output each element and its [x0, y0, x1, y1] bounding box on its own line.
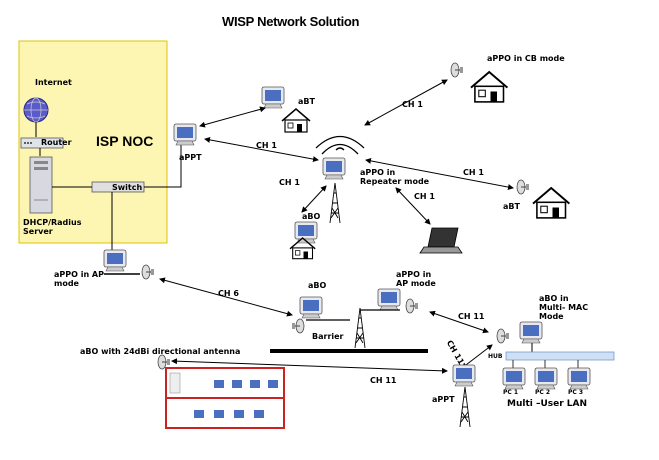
abo-left-label: aBO [302, 212, 321, 221]
channel-label: CH 1 [463, 168, 484, 177]
tower-icon [329, 182, 341, 224]
dish-icon [516, 179, 530, 195]
channel-label: CH 1 [414, 192, 435, 201]
abt-top-label: aBT [298, 97, 315, 106]
router-icon [20, 137, 64, 149]
channel-label: CH 1 [256, 141, 277, 150]
laptop-icon [419, 227, 463, 254]
appo-ap-mid-label: aPPO in AP mode [396, 270, 436, 288]
pc1-label: PC 1 [503, 389, 519, 396]
abo-directional-label: aBO with 24dBi directional antenna [80, 347, 241, 356]
house-icon [532, 187, 571, 219]
house-icon [470, 71, 509, 103]
abo-barrier-device-icon [299, 296, 323, 319]
appt-bottom-device-icon [452, 364, 476, 387]
appo-repeater-label: aPPO in Repeater mode [360, 168, 430, 186]
appt-top-device-icon [173, 123, 197, 146]
isp-noc-label: ISP NOC [96, 133, 154, 149]
abo-multimac-label: aBO in Multi- MAC Mode [539, 294, 589, 321]
switch-label: Switch [112, 183, 143, 192]
hub-bar [505, 351, 615, 361]
house-icon [281, 108, 311, 133]
appo-repeater-device-icon [322, 157, 346, 180]
channel-label: CH 11 [458, 312, 485, 321]
appo-ap-left-device-icon [103, 249, 127, 272]
appt-bottom-label: aPPT [432, 395, 455, 404]
appo-ap-left-label: aPPO in AP mode [54, 270, 104, 288]
hub-label: HUB [488, 353, 503, 360]
abo-left-device-icon [294, 221, 318, 244]
pc-icon [502, 367, 526, 390]
signal-arc-icon [315, 135, 365, 155]
dish-icon [496, 328, 510, 344]
pc-icon [534, 367, 558, 390]
channel-label: CH 1 [402, 100, 423, 109]
appo-ap-mid-device-icon [377, 288, 401, 311]
channel-label: CH 6 [218, 289, 239, 298]
router-label: Router [41, 138, 72, 147]
abo-barrier-label: aBO [308, 281, 327, 290]
dish-icon [450, 62, 464, 78]
channel-label: CH 1 [279, 178, 300, 187]
barrier-label: Barrier [312, 332, 344, 341]
dish-icon [141, 264, 155, 280]
abo-multimac-device-icon [519, 321, 543, 344]
appo-cb-label: aPPO in CB mode [487, 54, 565, 63]
multi-user-lan-label: Multi –User LAN [507, 399, 588, 409]
tower-icon [354, 307, 366, 349]
dish-icon [291, 318, 305, 334]
appt-top-label: aPPT [179, 153, 202, 162]
pc2-label: PC 2 [535, 389, 551, 396]
abt-right-label: aBT [503, 202, 520, 211]
internet-label: Internet [35, 78, 72, 87]
server-icon [29, 156, 53, 214]
building-icon [165, 367, 285, 429]
server-label: DHCP/Radius Server [23, 218, 82, 236]
globe-icon [23, 97, 49, 123]
dish-icon [157, 354, 171, 370]
channel-label: CH 11 [370, 376, 397, 385]
barrier-bar [270, 349, 428, 353]
pc-icon [567, 367, 591, 390]
dish-icon [405, 298, 419, 314]
abt-top-device-icon [261, 86, 285, 109]
tower-icon [459, 386, 471, 428]
pc3-label: PC 3 [568, 389, 584, 396]
diagram-title: WISP Network Solution [222, 14, 360, 29]
